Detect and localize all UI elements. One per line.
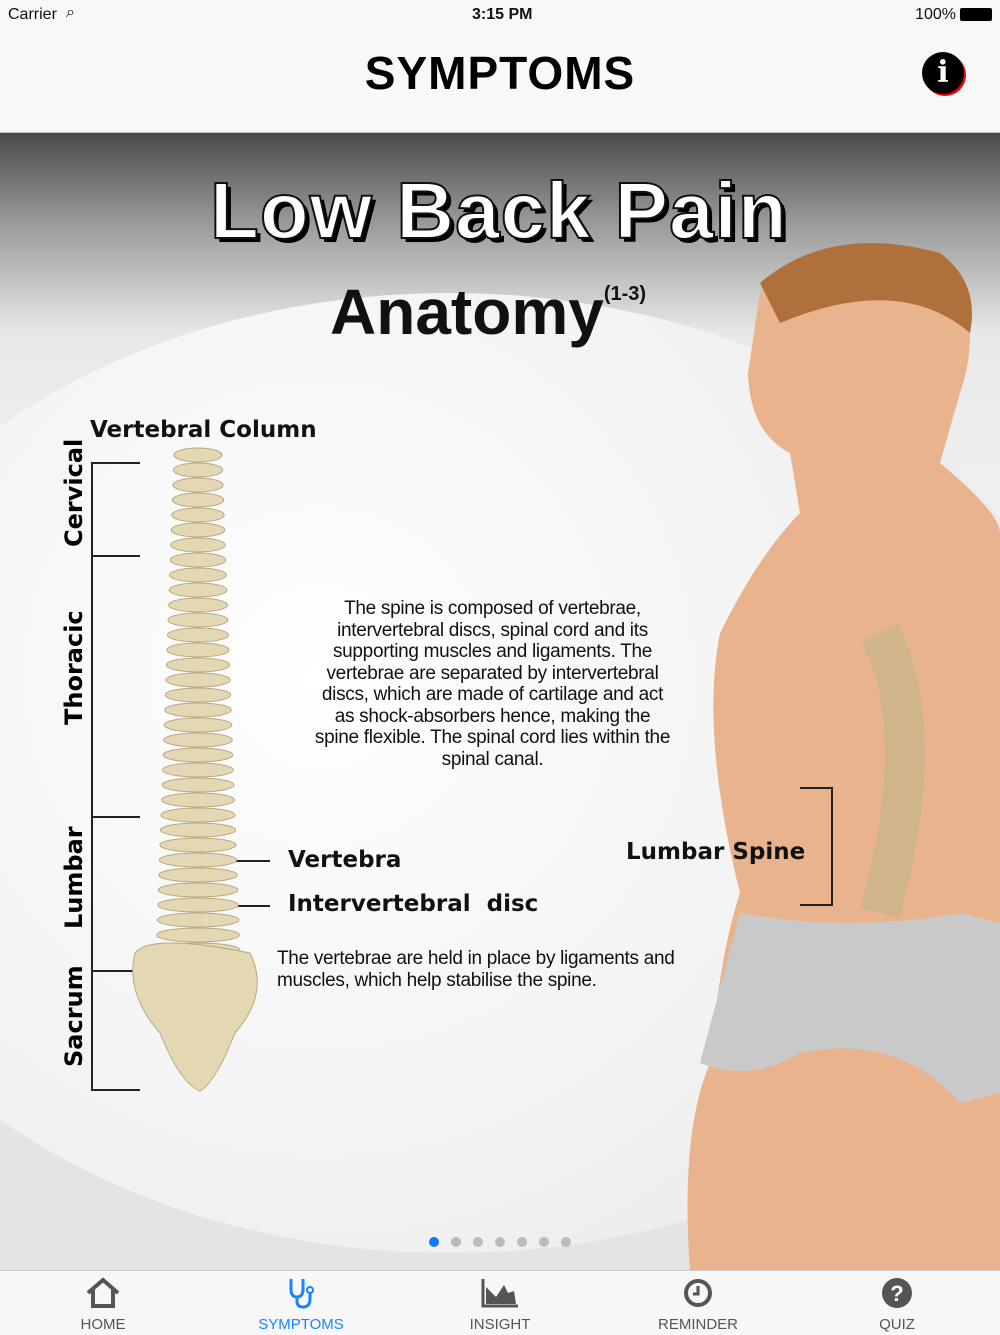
- tab-bar: HOME SYMPTOMS INSIGHT REMINDER ? QUIZ: [0, 1270, 1000, 1334]
- chart-icon: [481, 1279, 518, 1308]
- region-sacrum: Sacrum: [60, 965, 88, 1067]
- region-lumbar: Lumbar: [60, 826, 88, 929]
- text-line: spine flexible. The spinal cord lies wit…: [314, 727, 671, 748]
- question-icon: ?: [882, 1278, 912, 1308]
- vertebra-shape: [163, 717, 233, 733]
- vertebra-shape: [164, 702, 232, 718]
- page-dot[interactable]: [451, 1237, 461, 1247]
- tab-symptoms[interactable]: SYMPTOMS: [201, 1271, 401, 1335]
- page-dot[interactable]: [539, 1237, 549, 1247]
- text-line: supporting muscles and ligaments. The: [332, 641, 653, 662]
- vertebra-shape: [167, 612, 229, 628]
- page-dot[interactable]: [473, 1237, 483, 1247]
- vertebra-shape: [164, 687, 232, 703]
- text-line: The vertebrae are held in place by ligam…: [277, 948, 675, 969]
- page-dot[interactable]: [429, 1237, 439, 1247]
- text-line: intervertebral discs, spinal cord and it…: [337, 619, 648, 641]
- text-line: muscles, which help stabilise the spine.: [277, 969, 597, 991]
- vertebra-shape: [173, 447, 223, 463]
- vertebra-shape: [168, 597, 228, 613]
- text-line: discs, which are made of cartilage and a…: [321, 684, 664, 705]
- vertebra-shape: [171, 492, 225, 508]
- vertebra-shape: [170, 537, 226, 553]
- vertebra-shape: [159, 837, 237, 853]
- vertebra-shape: [172, 477, 224, 493]
- vertebra-shape: [169, 567, 227, 583]
- anatomy-illustration: [91, 243, 1000, 1270]
- ligament-description: The vertebrae are held in place by ligam…: [277, 948, 675, 991]
- tab-home[interactable]: HOME: [3, 1271, 203, 1335]
- stethoscope-icon: [289, 1279, 314, 1309]
- tab-label: QUIZ: [879, 1316, 915, 1333]
- text-line: The spine is composed of vertebrae,: [344, 598, 641, 619]
- vertebra-shape: [156, 912, 240, 928]
- vertebra-shape: [166, 642, 230, 658]
- vertebra-shape: [170, 522, 226, 538]
- text-line: vertebrae are separated by intervertebra…: [326, 662, 659, 684]
- slide-title: Low Back Pain: [209, 165, 788, 256]
- vertebra-shape: [161, 792, 235, 808]
- vertebra-shape: [169, 552, 227, 568]
- tab-label: SYMPTOMS: [258, 1316, 344, 1333]
- spine-description: The spine is composed of vertebrae, inte…: [290, 598, 695, 770]
- subtitle-reference: (1-3): [603, 283, 647, 305]
- tab-insight[interactable]: INSIGHT: [400, 1271, 600, 1335]
- vertebra-shape: [160, 807, 236, 823]
- clock-icon: [684, 1279, 712, 1307]
- navigation-bar: SYMPTOMS i: [0, 30, 1000, 133]
- page-dot[interactable]: [561, 1237, 571, 1247]
- vertebra-shape: [158, 852, 238, 868]
- battery-icon: [960, 8, 992, 21]
- vertebra-shape: [172, 462, 224, 478]
- tab-label: REMINDER: [657, 1316, 738, 1333]
- vertebra-shape: [156, 927, 240, 943]
- tab-reminder[interactable]: REMINDER: [598, 1271, 798, 1335]
- vertebra-shape: [171, 507, 225, 523]
- tab-quiz[interactable]: ? QUIZ: [797, 1271, 997, 1335]
- vertebra-shape: [165, 657, 231, 673]
- vertebra-shape: [166, 627, 230, 643]
- carrier: Carrier: [8, 6, 57, 23]
- svg-text:?: ?: [890, 1281, 903, 1306]
- vertebra-shape: [165, 672, 231, 688]
- clock: 3:15 PM: [472, 6, 533, 23]
- vertebra-shape: [161, 777, 235, 793]
- home-icon: [86, 1277, 120, 1308]
- vertebra-shape: [162, 762, 234, 778]
- page-dot[interactable]: [517, 1237, 527, 1247]
- status-bar: Carrier ⌕ 3:15 PM 100%: [0, 0, 1000, 30]
- battery-level: 100%: [915, 6, 956, 23]
- slide-subtitle: Anatomy(1-3): [330, 275, 646, 349]
- text-line: as shock-absorbers hence, making the: [334, 705, 651, 727]
- vertebra-shape: [158, 867, 238, 883]
- vertebra-shape: [162, 747, 234, 763]
- vertebra-shape: [157, 897, 239, 913]
- text-line: spinal canal.: [441, 748, 544, 770]
- slide[interactable]: Low Back Pain Anatomy(1-3) Vertebral Col…: [0, 133, 1000, 1270]
- tab-label: HOME: [80, 1316, 126, 1333]
- page-title: SYMPTOMS: [364, 47, 636, 99]
- vertebra-shape: [163, 732, 233, 748]
- info-icon[interactable]: i: [922, 52, 964, 94]
- region-thoracic: Thoracic: [60, 610, 88, 725]
- page-dot[interactable]: [495, 1237, 505, 1247]
- subtitle-text: Anatomy: [330, 276, 604, 348]
- wifi-icon: ⌕: [66, 4, 75, 21]
- vertebra-shape: [168, 582, 228, 598]
- disc-label: Intervertebral disc: [288, 891, 539, 917]
- lumbar-spine-label: Lumbar Spine: [626, 839, 806, 865]
- vertebra-shape: [157, 882, 239, 898]
- vertebral-column-label: Vertebral Column: [90, 417, 317, 443]
- page-indicator[interactable]: [0, 1234, 1000, 1252]
- vertebra-label: Vertebra: [288, 847, 402, 873]
- region-cervical: Cervical: [60, 438, 88, 547]
- vertebra-shape: [159, 822, 237, 838]
- tab-label: INSIGHT: [469, 1316, 531, 1333]
